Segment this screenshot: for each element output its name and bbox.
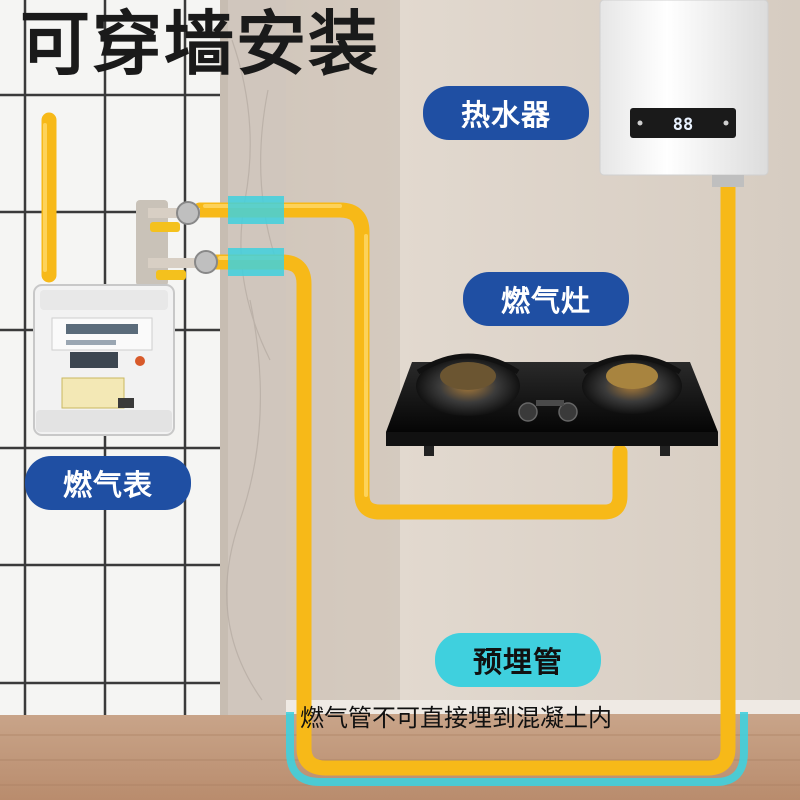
embedded-pipe-label: 预埋管 bbox=[435, 633, 601, 687]
valve-handle-bottom bbox=[156, 270, 186, 280]
water-heater-label: 热水器 bbox=[423, 86, 589, 140]
gas-pipes bbox=[41, 112, 736, 776]
baseboard bbox=[286, 700, 800, 714]
valve-handle-top bbox=[150, 222, 180, 232]
water-heater-device: 88 bbox=[599, 0, 769, 187]
embedded-sleeve bbox=[286, 712, 748, 786]
burner-grates bbox=[416, 353, 682, 375]
stove-supply-pipe bbox=[192, 202, 628, 520]
heater-display-text: 88 bbox=[673, 115, 693, 135]
gas-stove-device bbox=[386, 353, 718, 456]
gas-stove-label: 燃气灶 bbox=[463, 272, 629, 326]
wall-sleeves bbox=[228, 196, 284, 276]
stove-knobs bbox=[518, 402, 578, 422]
valve-manifold bbox=[136, 200, 218, 298]
warning-note: 燃气管不可直接埋到混凝土内 bbox=[300, 704, 612, 732]
heater-supply-pipe bbox=[207, 167, 736, 776]
gas-meter-label: 燃气表 bbox=[25, 456, 191, 510]
gas-meter-device bbox=[33, 284, 175, 436]
headline: 可穿墙安装 bbox=[20, 3, 380, 85]
heater-display-digits: 88 bbox=[673, 115, 693, 135]
marble-column bbox=[228, 0, 286, 715]
